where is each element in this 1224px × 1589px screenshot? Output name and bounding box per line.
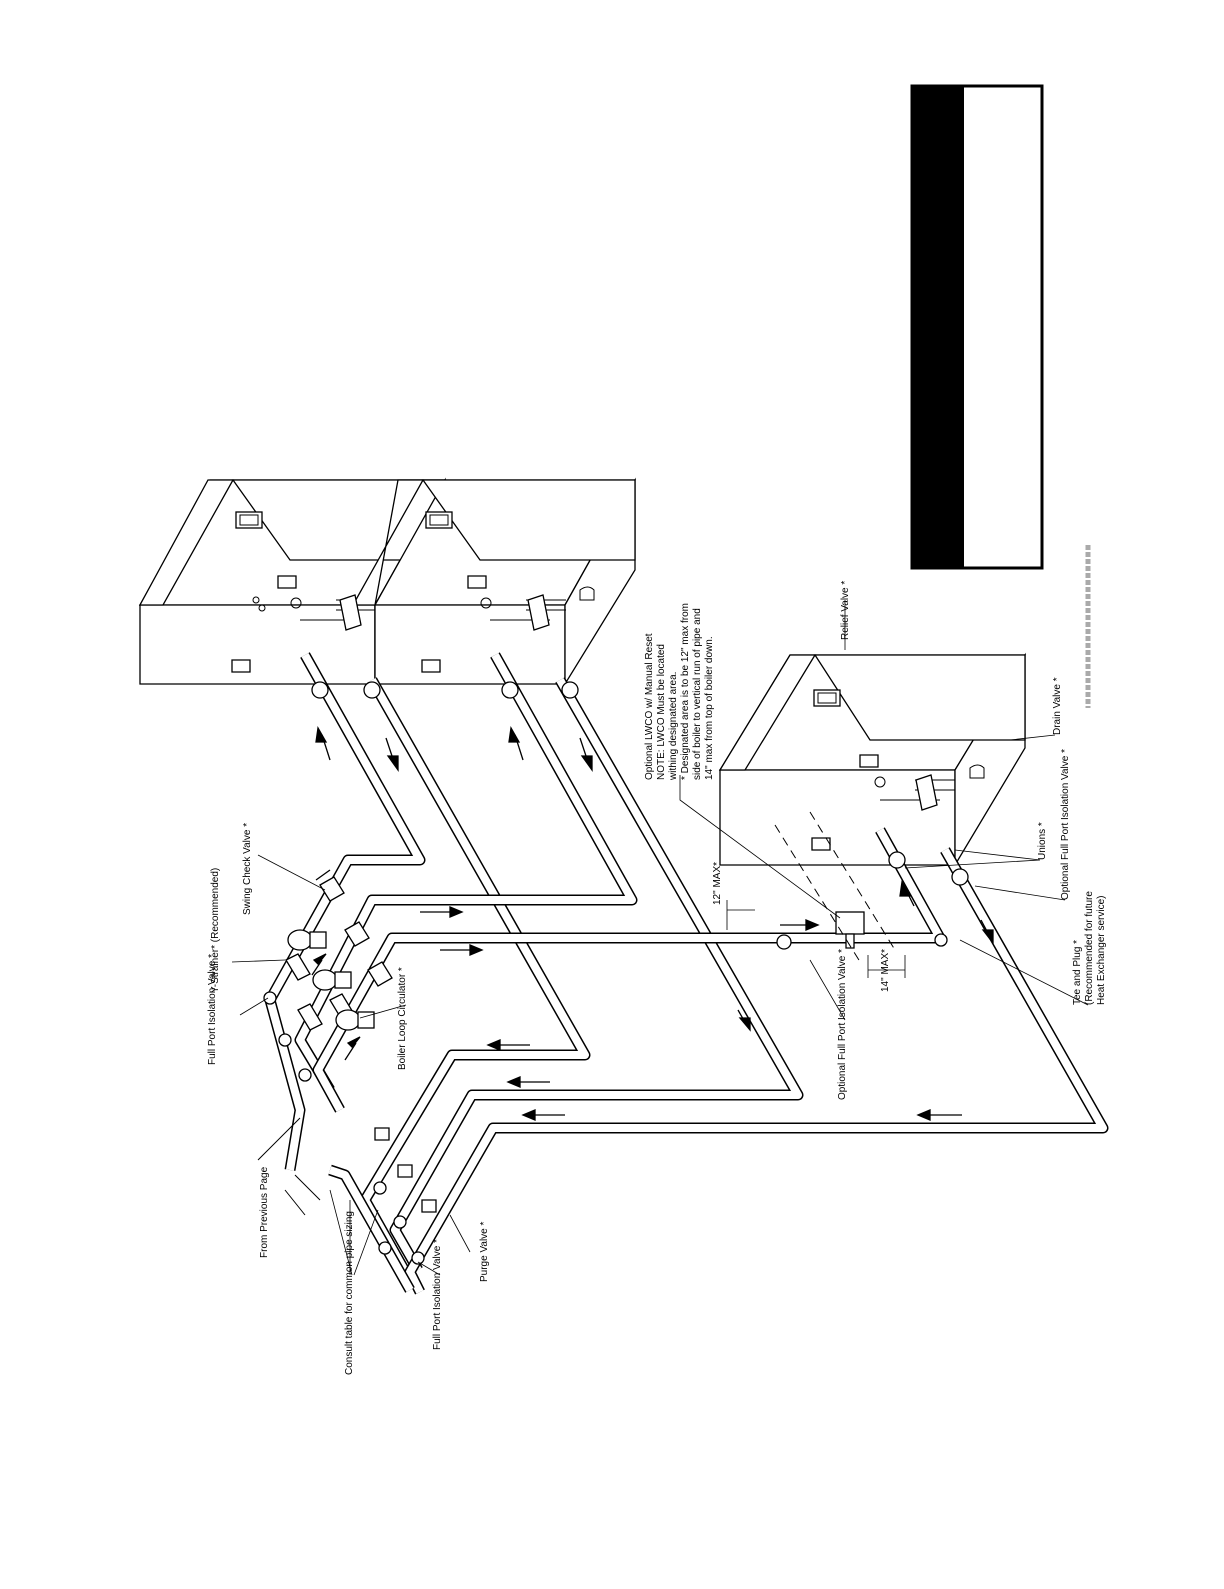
full-port-isolation-valve-lower-label: Full Port Isolation Valve * <box>432 1239 443 1350</box>
relief-valve-label: Relief Valve * <box>840 581 851 640</box>
fourteen-max-label: 14" MAX* <box>880 949 891 992</box>
tee-and-plug-line-3: Heat Exchanger service) <box>1096 896 1107 1006</box>
drain-valve-label: Drain Valve * <box>1052 677 1063 735</box>
consult-table-label: Consult table for common pipe sizing <box>344 1211 355 1375</box>
lwco-note-line-4: * Designated area is to be 12" max from <box>680 603 691 780</box>
purge-valve-icon <box>374 1127 437 1213</box>
purge-valve-label: Purge Valve * <box>479 1221 490 1282</box>
lwco-icon <box>776 911 865 950</box>
boiler-lower <box>718 652 1027 868</box>
lwco-note-line-2: NOTE: LWCO Must be located <box>656 644 667 780</box>
from-previous-page-label: From Previous Page <box>259 1166 270 1258</box>
lwco-note-line-1: Optional LWCO w/ Manual Reset <box>644 633 655 780</box>
lwco-zone <box>726 811 906 978</box>
title-block <box>910 84 1091 708</box>
tee-and-plug-line-2: (Recommended for future <box>1084 891 1095 1005</box>
flow-arrows <box>311 726 994 1121</box>
lwco-note-line-6: 14" max from top of boiler down. <box>704 636 715 780</box>
leader-lines <box>231 600 1089 1276</box>
full-port-isolation-valve-upper-label: Full Port Isolation Valve * <box>207 954 218 1065</box>
unions-label: Unions * <box>1037 822 1048 860</box>
boiler-loop-circulator-label: Boiler Loop Circulator * <box>397 967 408 1070</box>
relief-valve-icon <box>339 594 938 811</box>
swing-check-valve-label: Swing Check Valve * <box>242 823 253 915</box>
optional-full-port-isolation-valve-boiler-label: Optional Full Port Isolation Valve * <box>1060 749 1071 900</box>
optional-full-port-isolation-valve-label: Optional Full Port Isolation Valve * <box>837 949 848 1100</box>
lwco-note-line-3: withing designated area. <box>668 672 679 781</box>
components <box>263 594 969 1265</box>
lwco-note-line-5: side of boiler to vertical run of pipe a… <box>692 608 703 780</box>
tee-and-plug-line-1: Tee and Plug * <box>1072 940 1083 1005</box>
pipe-network <box>257 652 1109 1295</box>
twelve-max-label: 12" MAX* <box>712 862 723 905</box>
y-strainer-label: Y-Strainer* (Recommended) <box>210 868 221 993</box>
isolation-valve-upper-icon <box>263 991 312 1082</box>
boiler-loop-circulator-icon <box>287 929 375 1031</box>
swing-check-valve-icon <box>319 876 393 987</box>
labels: From Previous Page Consult table for com… <box>207 581 1107 1375</box>
isolation-valve-lower-icon <box>373 1181 425 1265</box>
boiler-second <box>351 477 637 687</box>
union-icon <box>311 681 969 947</box>
